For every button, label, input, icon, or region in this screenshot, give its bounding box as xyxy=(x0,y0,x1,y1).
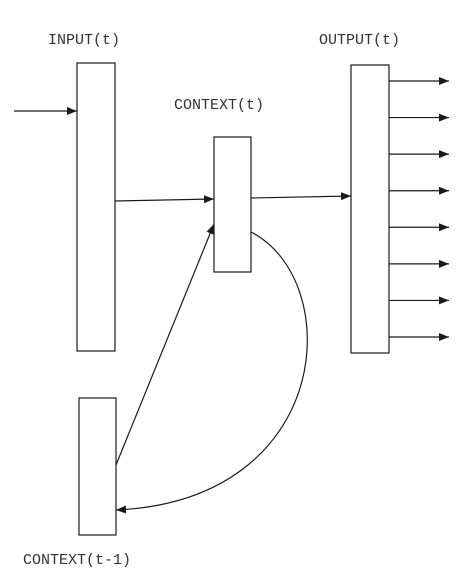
input-to-context-arrow xyxy=(114,195,215,204)
input-layer-box xyxy=(76,62,116,352)
output-arrows-group xyxy=(389,77,449,341)
context-layer-box xyxy=(213,136,252,273)
context-to-output-arrow xyxy=(250,192,352,201)
context-copy-back-arrow xyxy=(115,231,308,514)
previous-context-to-context-arrow xyxy=(115,223,215,466)
output-layer-label: OUTPUT(t) xyxy=(319,32,401,49)
previous-context-layer-label: CONTEXT(t-1) xyxy=(23,552,132,569)
output-layer-box xyxy=(350,64,390,354)
previous-context-layer-box xyxy=(78,397,117,536)
input-layer-label: INPUT(t) xyxy=(48,32,121,49)
context-layer-label: CONTEXT(t) xyxy=(174,97,265,114)
